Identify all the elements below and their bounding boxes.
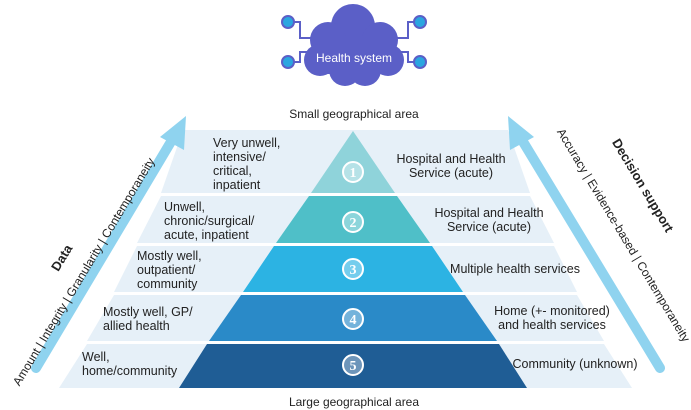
- level-1-patient-label: Very unwell, intensive/ critical, inpati…: [213, 136, 281, 192]
- level-1-service-label: Hospital and Health Service (acute): [396, 152, 506, 180]
- level-3-number-badge: 3: [342, 258, 364, 280]
- level-2-patient-label: Unwell, chronic/surgical/ acute, inpatie…: [164, 200, 255, 242]
- left-up-arrow: [31, 116, 186, 373]
- level-5-number-badge: 5: [342, 354, 364, 376]
- level-2-number: 2: [350, 216, 357, 231]
- pyramid-level-2: [276, 196, 430, 243]
- level-5-service-label: Community (unknown): [512, 357, 638, 371]
- node-icon-top-right: [413, 15, 427, 29]
- pyramid-level-5: [179, 344, 527, 388]
- top-caption: Small geographical area: [289, 107, 419, 121]
- health-system-cloud-icon: [304, 4, 404, 86]
- level-4-patient-label: Mostly well, GP/ allied health: [103, 305, 193, 333]
- level-4-number: 4: [350, 313, 357, 328]
- level-1-number-badge: 1: [342, 161, 364, 183]
- bottom-caption: Large geographical area: [288, 395, 420, 409]
- level-4-number-badge: 4: [342, 308, 364, 330]
- level-4-service-label: Home (+- monitored) and health services: [494, 304, 610, 332]
- pyramid-level-4: [209, 295, 497, 341]
- level-1-number: 1: [350, 166, 357, 181]
- node-icon-top-left: [281, 15, 295, 29]
- node-icon-bottom-left: [281, 55, 295, 69]
- level-3-service-label: Multiple health services: [450, 262, 580, 276]
- node-icon-bottom-right: [413, 55, 427, 69]
- level-2-number-badge: 2: [342, 211, 364, 233]
- pyramid-level-3: [243, 246, 463, 292]
- level-5-patient-label: Well, home/community: [82, 350, 178, 378]
- cloud-label: Health system: [316, 51, 392, 65]
- level-3-number: 3: [350, 263, 357, 278]
- level-5-number: 5: [350, 359, 357, 374]
- right-up-arrow: [508, 116, 665, 373]
- level-3-patient-label: Mostly well, outpatient/ community: [137, 249, 202, 291]
- level-2-service-label: Hospital and Health Service (acute): [434, 206, 544, 234]
